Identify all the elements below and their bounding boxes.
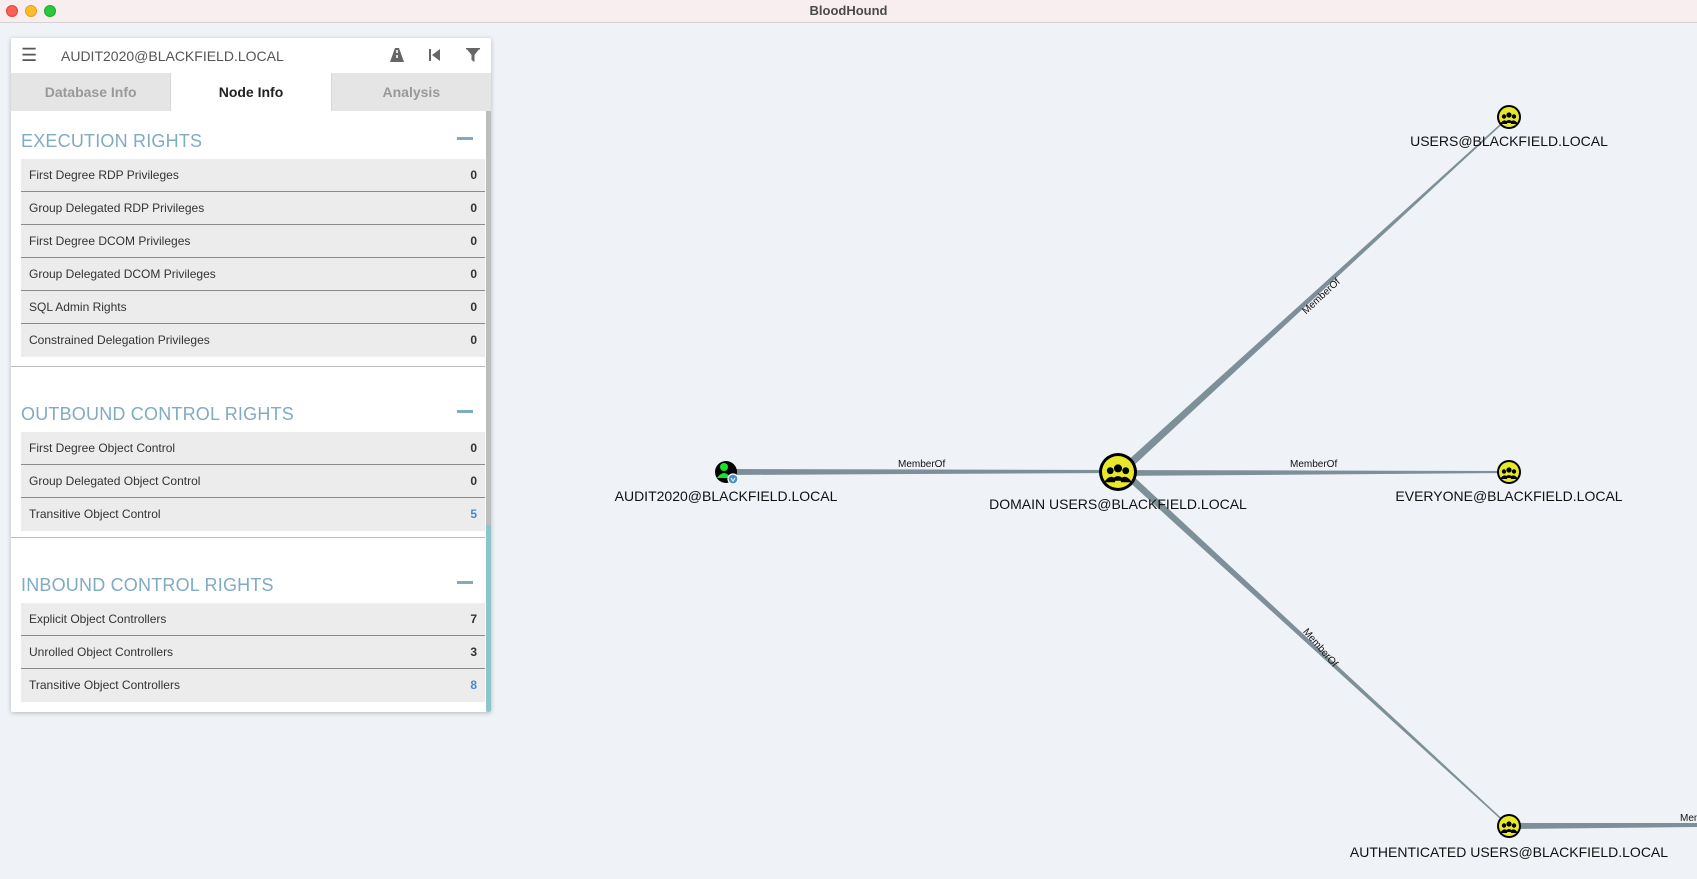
title-bar: BloodHound bbox=[0, 0, 1697, 23]
node-label-users: USERS@BLACKFIELD.LOCAL bbox=[1410, 133, 1608, 149]
back-icon[interactable] bbox=[425, 44, 445, 66]
minimize-window-button[interactable] bbox=[25, 5, 37, 17]
row-label: First Degree DCOM Privileges bbox=[29, 234, 191, 248]
edge-domain-users-to-users[interactable] bbox=[1125, 116, 1510, 468]
row-value: 0 bbox=[470, 300, 477, 314]
node-search-input[interactable] bbox=[59, 44, 363, 68]
edge-audit-to-domain-users[interactable] bbox=[726, 469, 1118, 475]
edge-label-domain-users: MemberOf bbox=[1301, 276, 1343, 316]
node-label-domain-users: DOMAIN USERS@BLACKFIELD.LOCAL bbox=[989, 496, 1247, 512]
row-value-link[interactable]: 5 bbox=[470, 507, 477, 521]
row-label: First Degree RDP Privileges bbox=[29, 168, 179, 182]
node-label-everyone: EVERYONE@BLACKFIELD.LOCAL bbox=[1395, 488, 1622, 504]
row-label: Explicit Object Controllers bbox=[29, 612, 167, 626]
row-value: 0 bbox=[470, 267, 477, 281]
list-item[interactable]: Group Delegated RDP Privileges 0 bbox=[21, 192, 485, 225]
row-value: 3 bbox=[470, 645, 477, 659]
hamburger-menu-icon[interactable]: ☰ bbox=[21, 45, 38, 65]
panel-header: ☰ bbox=[11, 38, 491, 74]
node-label-audit2020: AUDIT2020@BLACKFIELD.LOCAL bbox=[615, 488, 838, 504]
list-item[interactable]: SQL Admin Rights 0 bbox=[21, 291, 485, 324]
node-everyone[interactable] bbox=[1497, 460, 1521, 484]
row-label: First Degree Object Control bbox=[29, 441, 176, 455]
list-item[interactable]: Group Delegated Object Control 0 bbox=[21, 465, 485, 498]
row-value: 0 bbox=[470, 168, 477, 182]
row-label: Group Delegated DCOM Privileges bbox=[29, 267, 216, 281]
tab-analysis[interactable]: Analysis bbox=[331, 73, 491, 111]
row-value: 0 bbox=[470, 441, 477, 455]
close-window-button[interactable] bbox=[6, 5, 18, 17]
list-item[interactable]: First Degree DCOM Privileges 0 bbox=[21, 225, 485, 258]
edge-label-authenticated-cut: Mem bbox=[1680, 813, 1697, 824]
row-value: 7 bbox=[470, 612, 477, 626]
list-item[interactable]: First Degree Object Control 0 bbox=[21, 432, 485, 465]
row-label: Transitive Object Control bbox=[29, 507, 161, 521]
row-label: Group Delegated Object Control bbox=[29, 474, 201, 488]
scrollbar-track[interactable] bbox=[486, 111, 491, 563]
row-label: Group Delegated RDP Privileges bbox=[29, 201, 205, 215]
list-item[interactable]: Constrained Delegation Privileges 0 bbox=[21, 324, 485, 357]
row-value-link[interactable]: 8 bbox=[470, 678, 477, 692]
tab-node-info[interactable]: Node Info bbox=[171, 73, 332, 111]
node-domain-users[interactable] bbox=[1099, 453, 1137, 491]
section-title: OUTBOUND CONTROL RIGHTS bbox=[21, 404, 294, 424]
panel-scroll-area[interactable]: EXECUTION RIGHTS First Degree RDP Privil… bbox=[11, 111, 491, 712]
list-item[interactable]: Unrolled Object Controllers 3 bbox=[21, 636, 485, 669]
scrollbar-thumb[interactable] bbox=[486, 525, 491, 712]
node-info-panel: ☰ Database Info Node Info Analysis EXECU… bbox=[11, 38, 491, 712]
row-label: SQL Admin Rights bbox=[29, 300, 127, 314]
row-label: Transitive Object Controllers bbox=[29, 678, 180, 692]
filter-icon[interactable] bbox=[463, 44, 483, 66]
section-title: INBOUND CONTROL RIGHTS bbox=[21, 575, 274, 595]
tab-database-info[interactable]: Database Info bbox=[11, 73, 172, 111]
row-label: Constrained Delegation Privileges bbox=[29, 333, 210, 347]
row-value: 0 bbox=[470, 474, 477, 488]
section-title: EXECUTION RIGHTS bbox=[21, 131, 203, 151]
list-item[interactable]: Group Delegated DCOM Privileges 0 bbox=[21, 258, 485, 291]
list-item[interactable]: Transitive Object Control 5 bbox=[21, 498, 485, 531]
edge-authenticated-offscreen[interactable] bbox=[1509, 823, 1697, 829]
edge-label-audit-domain: MemberOf bbox=[898, 459, 945, 470]
node-users[interactable] bbox=[1497, 105, 1521, 129]
edge-label-domain-authenticated: MemberOf bbox=[1300, 627, 1339, 670]
row-value: 0 bbox=[470, 234, 477, 248]
collapse-icon[interactable] bbox=[457, 137, 473, 140]
row-value: 0 bbox=[470, 333, 477, 347]
graph-canvas[interactable]: MemberOf MemberOf MemberOf MemberOf Mem … bbox=[0, 23, 1697, 879]
edge-domain-users-to-everyone[interactable] bbox=[1117, 470, 1509, 476]
section-divider bbox=[11, 537, 485, 538]
list-item[interactable]: Transitive Object Controllers 8 bbox=[21, 669, 485, 702]
edge-label-domain-everyone: MemberOf bbox=[1290, 459, 1337, 470]
list-item[interactable]: Explicit Object Controllers 7 bbox=[21, 603, 485, 636]
list-item[interactable]: First Degree RDP Privileges 0 bbox=[21, 159, 485, 192]
section-divider bbox=[11, 366, 485, 367]
maximize-window-button[interactable] bbox=[44, 5, 56, 17]
collapse-icon[interactable] bbox=[457, 581, 473, 584]
row-value: 0 bbox=[470, 201, 477, 215]
collapse-icon[interactable] bbox=[457, 410, 473, 413]
node-audit2020[interactable] bbox=[715, 461, 739, 485]
pathfinding-road-icon[interactable] bbox=[387, 44, 407, 66]
row-label: Unrolled Object Controllers bbox=[29, 645, 174, 659]
node-label-authenticated-users: AUTHENTICATED USERS@BLACKFIELD.LOCAL bbox=[1350, 844, 1668, 860]
panel-tabs: Database Info Node Info Analysis bbox=[11, 73, 491, 111]
node-authenticated-users[interactable] bbox=[1497, 814, 1521, 838]
edge-domain-users-to-authenticated[interactable] bbox=[1125, 474, 1510, 827]
window-title: BloodHound bbox=[809, 3, 888, 18]
